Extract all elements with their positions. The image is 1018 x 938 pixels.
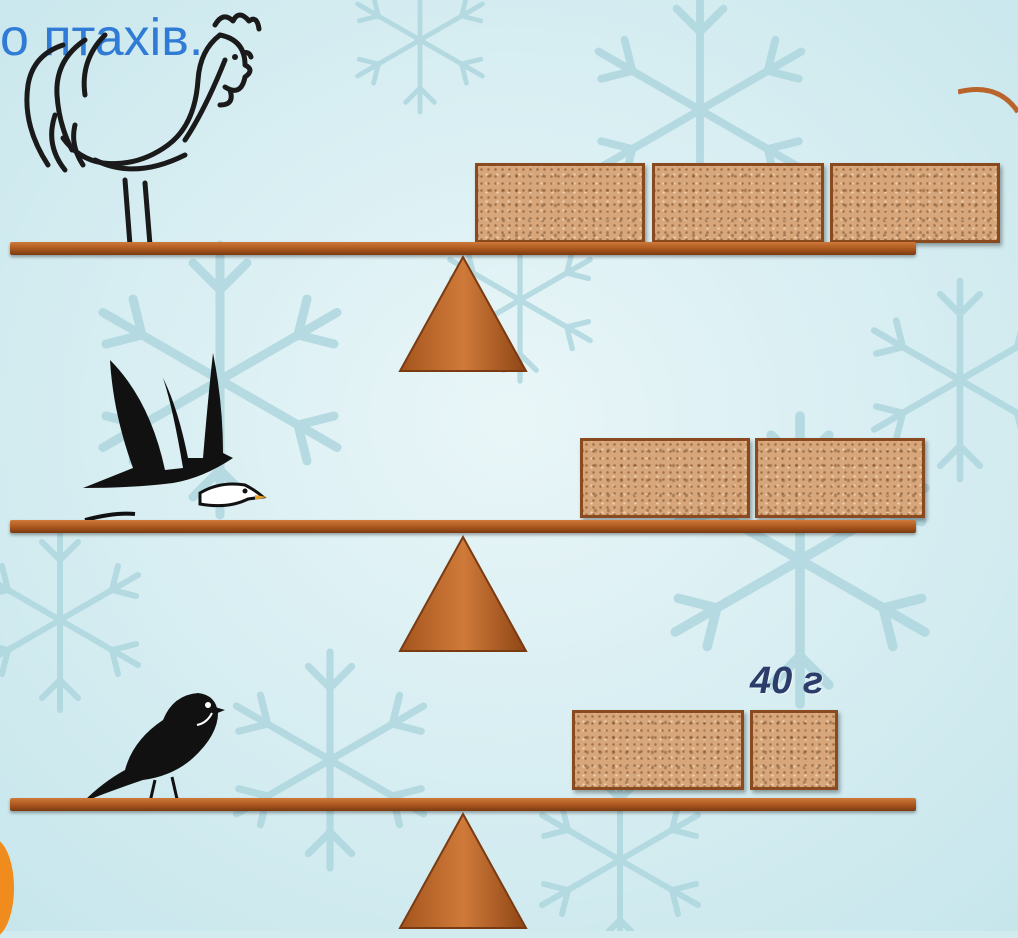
rooster-icon: [15, 5, 265, 250]
scale-fulcrum: [398, 812, 528, 930]
scale-fulcrum: [398, 255, 528, 373]
weight-brick: [475, 163, 645, 243]
scale-beam: [10, 520, 916, 533]
weight-label: 40 г: [750, 660, 823, 703]
weight-brick: [652, 163, 824, 243]
weight-brick: [580, 438, 750, 518]
weight-brick-small: [750, 710, 838, 790]
weight-brick: [830, 163, 1000, 243]
seagull-icon: [80, 350, 270, 530]
scale-beam: [10, 242, 916, 255]
weight-brick: [755, 438, 925, 518]
scale-beam: [10, 798, 916, 811]
scale-fulcrum: [398, 535, 528, 653]
weight-brick: [572, 710, 744, 790]
sparrow-icon: [80, 685, 225, 810]
